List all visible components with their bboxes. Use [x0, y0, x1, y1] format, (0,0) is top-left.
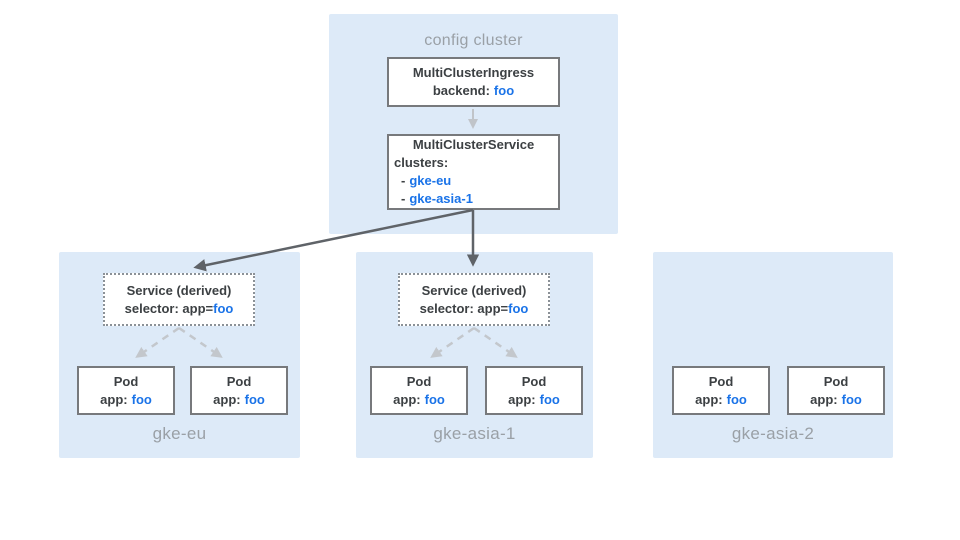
gke-eu-pod-2: Pod app:foo	[190, 366, 288, 415]
pod-app: app:foo	[100, 391, 152, 409]
app-label: app:	[508, 391, 536, 407]
app-label: app:	[213, 391, 241, 407]
app-value: foo	[424, 391, 445, 407]
service-selector: selector: app=foo	[420, 300, 529, 318]
pod-app: app:foo	[695, 391, 747, 409]
pod-title: Pod	[226, 373, 252, 389]
pod-title: Pod	[113, 373, 139, 389]
service-title: Service (derived)	[126, 282, 232, 298]
pod-title: Pod	[406, 373, 432, 389]
pod-app: app:foo	[213, 391, 265, 409]
selector-value: foo	[508, 300, 529, 316]
pod-app: app:foo	[393, 391, 445, 409]
app-label: app:	[100, 391, 128, 407]
dash: -	[401, 191, 406, 206]
multiclusteringress-title: MultiClusterIngress	[412, 65, 535, 80]
backend-label: backend:	[432, 83, 490, 98]
multiclusterservice-title: MultiClusterService	[412, 137, 535, 152]
selector-value: foo	[213, 300, 234, 316]
config-cluster-group: config cluster MultiClusterIngress backe…	[329, 14, 618, 234]
cluster-ref-gke-eu: gke-eu	[409, 173, 452, 188]
cluster-list-item: -gke-asia-1	[389, 190, 558, 208]
gke-eu-cluster-group: Service (derived) selector: app=foo Pod …	[59, 252, 300, 458]
gke-eu-cluster-label: gke-eu	[152, 424, 207, 443]
service-selector: selector: app=foo	[125, 300, 234, 318]
app-value: foo	[244, 391, 265, 407]
gke-asia-2-pod-1: Pod app:foo	[672, 366, 770, 415]
cluster-ref-gke-asia-1: gke-asia-1	[409, 191, 473, 206]
config-cluster-label: config cluster	[424, 32, 523, 49]
gke-asia-1-pod-2: Pod app:foo	[485, 366, 583, 415]
selector-label: selector: app=	[419, 300, 509, 316]
gke-asia-2-pod-2: Pod app:foo	[787, 366, 885, 415]
gke-asia-2-cluster-label: gke-asia-2	[731, 424, 815, 443]
gke-eu-pod-1: Pod app:foo	[77, 366, 175, 415]
backend-value: foo	[493, 83, 515, 98]
service-title: Service (derived)	[421, 282, 527, 298]
app-value: foo	[726, 391, 747, 407]
multiclusteringress-backend: backend:foo	[433, 82, 514, 100]
app-label: app:	[810, 391, 838, 407]
app-value: foo	[539, 391, 560, 407]
dash: -	[401, 173, 406, 188]
selector-label: selector: app=	[124, 300, 214, 316]
gke-asia-1-derived-service-node: Service (derived) selector: app=foo	[398, 273, 550, 326]
multiclusterservice-node: MultiClusterService clusters: -gke-eu -g…	[387, 134, 560, 210]
app-label: app:	[695, 391, 723, 407]
multiclusteringress-node: MultiClusterIngress backend:foo	[387, 57, 560, 107]
pod-title: Pod	[521, 373, 547, 389]
pod-app: app:foo	[508, 391, 560, 409]
pod-title: Pod	[708, 373, 734, 389]
app-label: app:	[393, 391, 421, 407]
gke-asia-1-cluster-group: Service (derived) selector: app=foo Pod …	[356, 252, 593, 458]
app-value: foo	[841, 391, 862, 407]
cluster-list-item: -gke-eu	[389, 172, 558, 190]
clusters-label: clusters:	[394, 155, 449, 170]
app-value: foo	[131, 391, 152, 407]
gke-asia-2-cluster-group: Pod app:foo Pod app:foo gke-asia-2	[653, 252, 893, 458]
pod-app: app:foo	[810, 391, 862, 409]
gke-asia-1-cluster-label: gke-asia-1	[433, 424, 516, 443]
gke-eu-derived-service-node: Service (derived) selector: app=foo	[103, 273, 255, 326]
gke-asia-1-pod-1: Pod app:foo	[370, 366, 468, 415]
pod-title: Pod	[823, 373, 849, 389]
